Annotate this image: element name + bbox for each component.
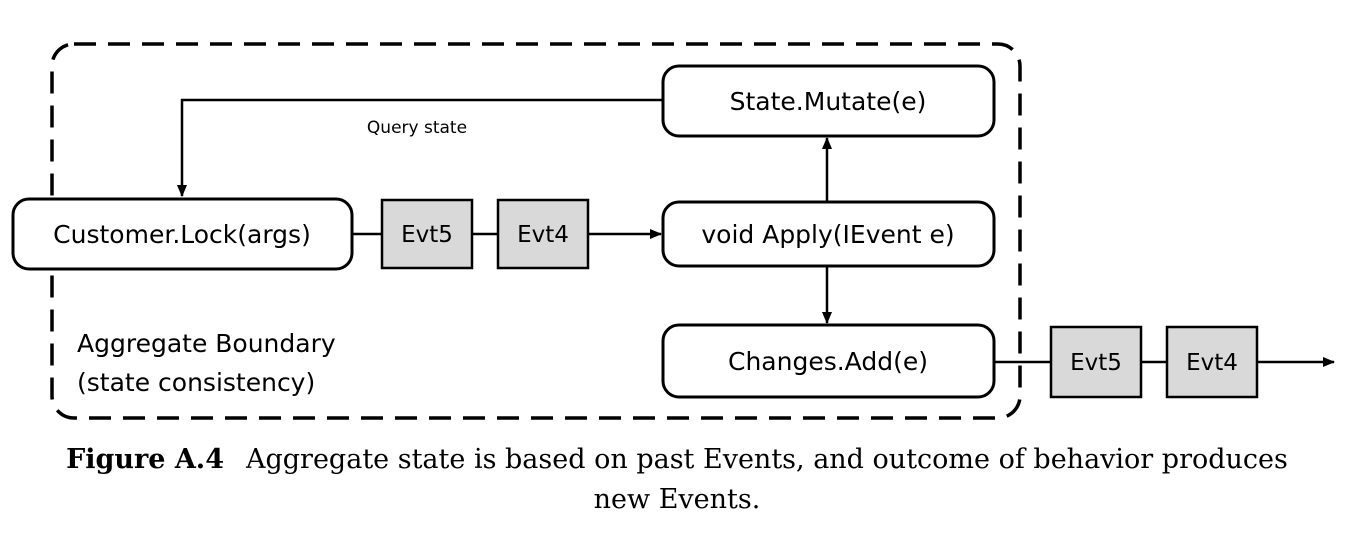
node-state-mutate: State.Mutate(e) xyxy=(661,64,996,138)
input-event-evt4: Evt4 xyxy=(496,198,590,270)
node-customer-lock: Customer.Lock(args) xyxy=(11,197,354,271)
input-event-evt4-label: Evt4 xyxy=(517,222,569,248)
input-event-evt5-label: Evt5 xyxy=(401,222,453,248)
boundary-label-line2: (state consistency) xyxy=(77,368,315,397)
aggregate-boundary xyxy=(50,42,1022,420)
boundary-label-line1: Aggregate Boundary xyxy=(77,329,336,358)
figure-caption-label: Figure A.4 xyxy=(66,444,224,475)
figure-caption: Figure A.4 Aggregate state is based on pa… xyxy=(40,440,1314,520)
diagram-svg: Query state State.Mutate(e) Customer.Loc… xyxy=(11,42,1335,420)
output-event-evt5: Evt5 xyxy=(1049,325,1143,399)
output-event-evt4: Evt4 xyxy=(1165,325,1259,399)
input-event-evt5: Evt5 xyxy=(380,198,474,270)
node-customer-lock-label: Customer.Lock(args) xyxy=(53,220,311,249)
query-state-arrow xyxy=(177,98,663,197)
output-event-evt4-label: Evt4 xyxy=(1186,350,1238,376)
node-apply-label: void Apply(IEvent e) xyxy=(701,220,954,249)
figure-caption-text: Aggregate state is based on past Events,… xyxy=(245,444,1288,515)
node-changes-add: Changes.Add(e) xyxy=(661,323,996,399)
node-changes-add-label: Changes.Add(e) xyxy=(728,347,928,376)
output-event-evt5-label: Evt5 xyxy=(1070,350,1122,376)
node-apply: void Apply(IEvent e) xyxy=(661,200,996,268)
query-state-label: Query state xyxy=(367,118,467,138)
node-state-mutate-label: State.Mutate(e) xyxy=(730,87,927,116)
